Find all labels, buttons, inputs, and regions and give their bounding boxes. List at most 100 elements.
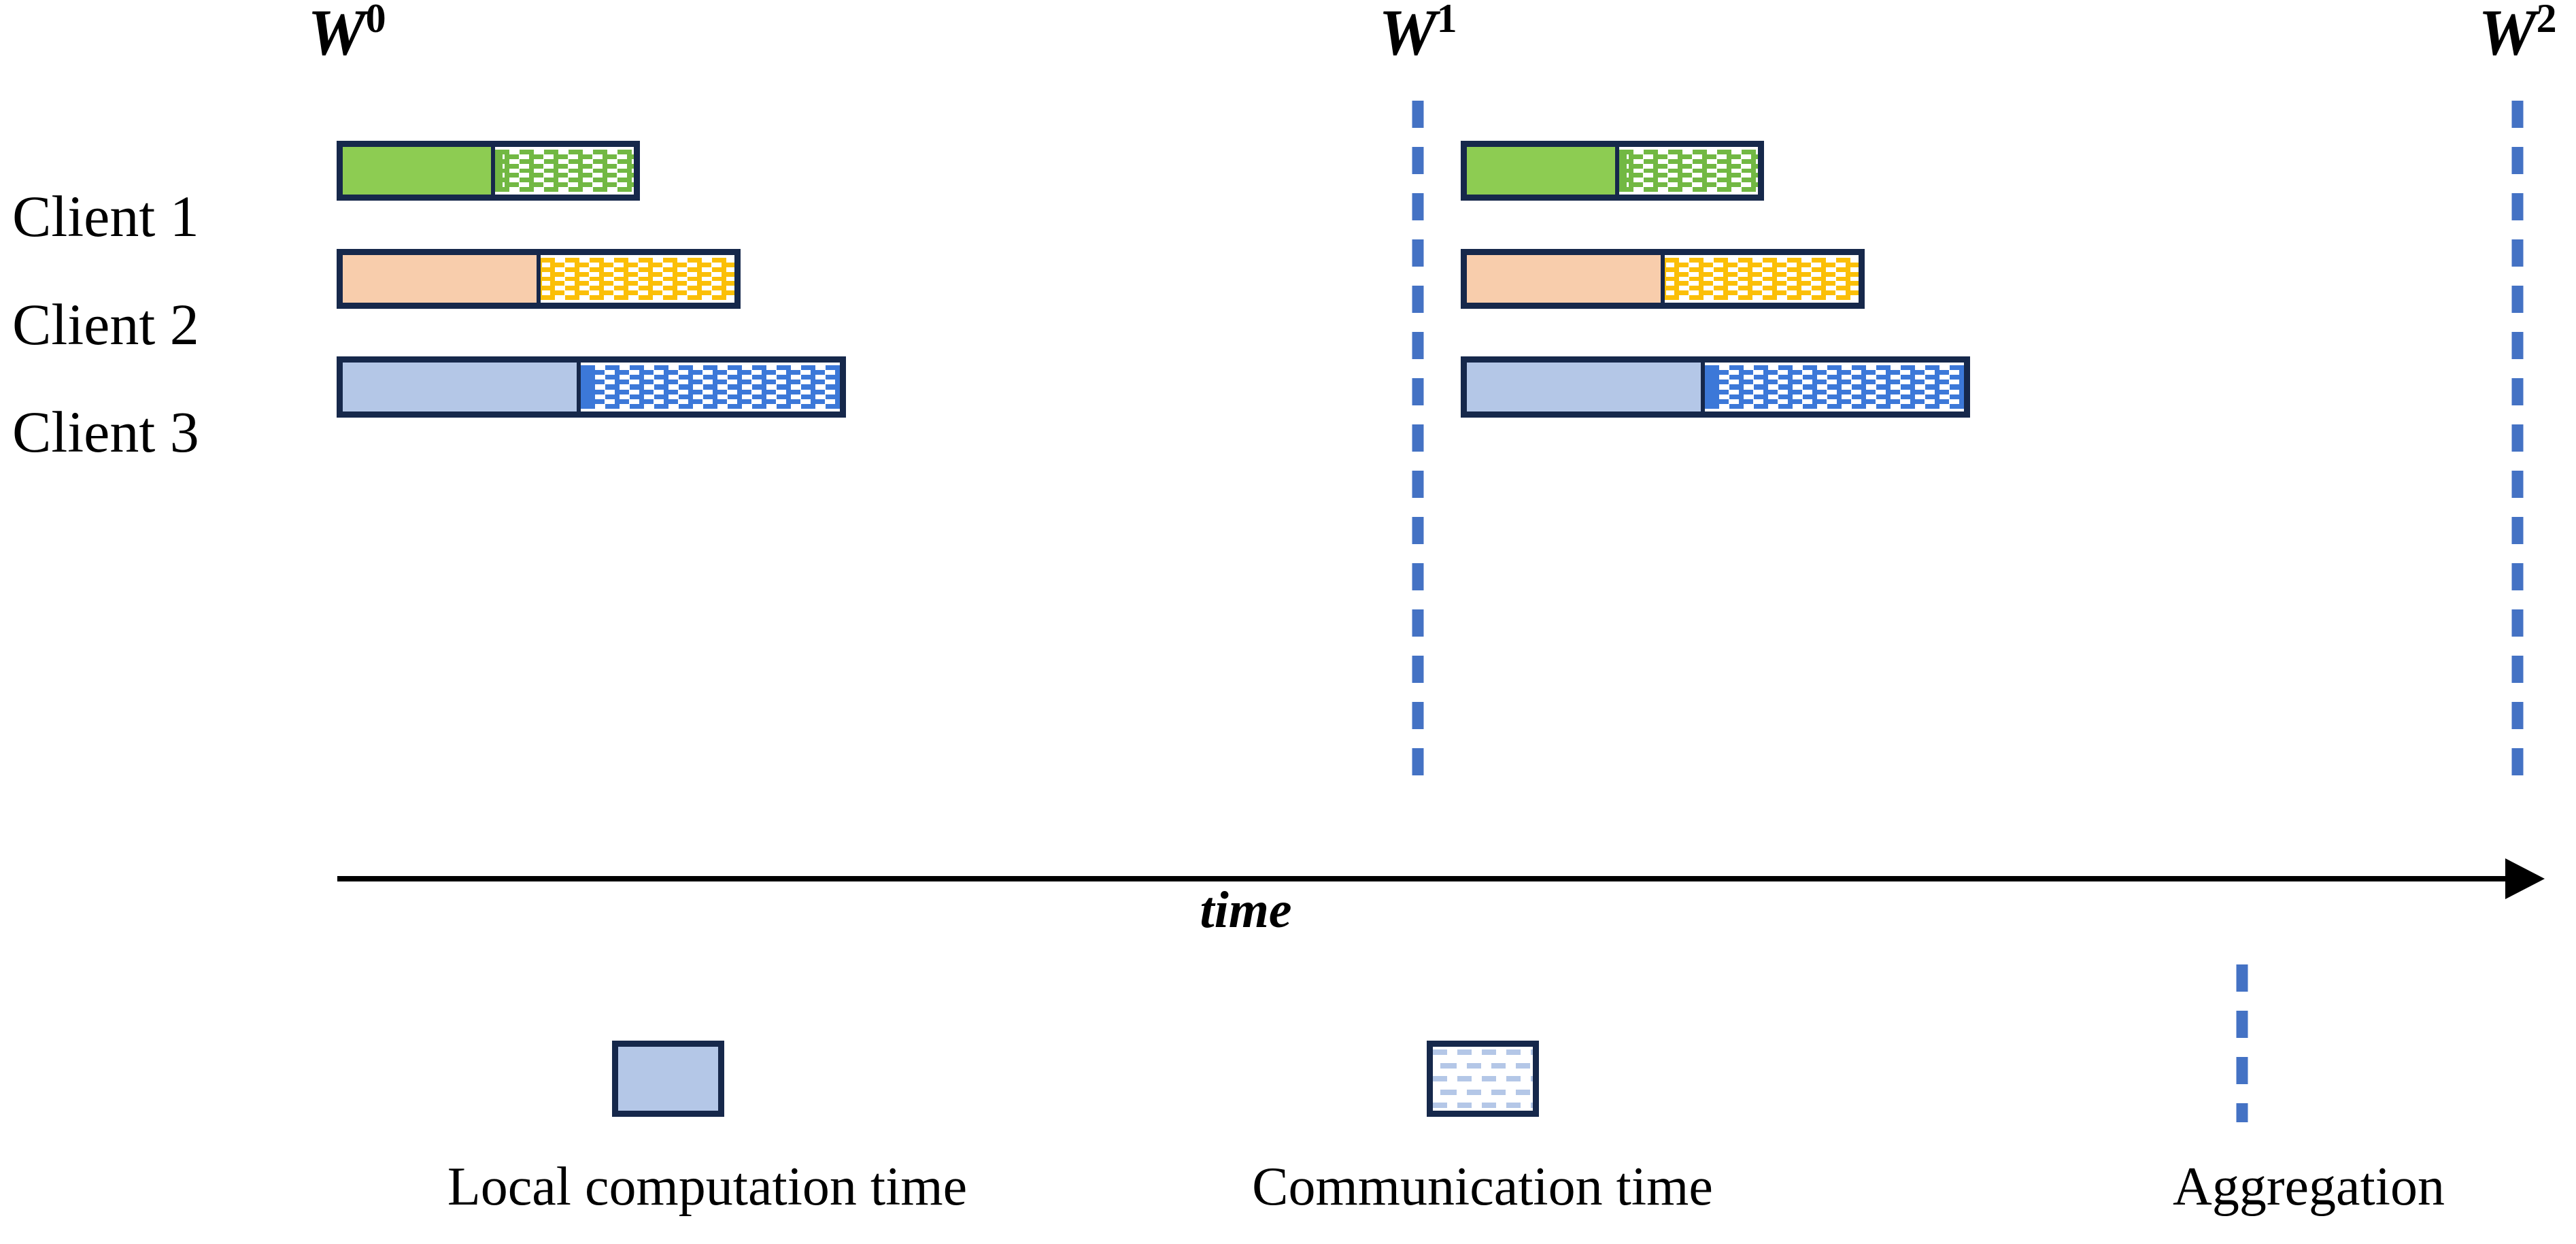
hatch-row <box>1433 1089 1533 1095</box>
hatch-row <box>541 258 734 263</box>
hatch-row <box>541 267 734 272</box>
hatch-row <box>495 168 634 173</box>
hatch-row <box>1705 389 1964 394</box>
hatch-pattern <box>1705 363 1964 411</box>
hatch-row <box>1705 370 1964 375</box>
hatch-row <box>1705 375 1964 380</box>
hatch-row <box>1665 262 1859 267</box>
hatch-row <box>495 178 634 183</box>
hatch-row <box>1665 295 1859 301</box>
weight-base: W <box>1378 0 1437 69</box>
time-axis-label: time <box>1200 881 1292 939</box>
computation-segment <box>1467 147 1615 195</box>
hatch-row <box>541 295 734 301</box>
bar-client1-round0 <box>337 141 640 201</box>
communication-segment <box>1615 147 1758 195</box>
hatch-row <box>495 173 634 178</box>
hatch-row <box>581 380 840 385</box>
hatch-row <box>581 370 840 375</box>
hatch-row <box>1619 178 1758 183</box>
hatch-row <box>541 271 734 277</box>
hatch-row <box>1705 380 1964 385</box>
weight-exponent: 1 <box>1436 0 1457 41</box>
legend-label-local-computation: Local computation time <box>447 1157 968 1217</box>
hatch-row <box>1665 271 1859 277</box>
hatch-row <box>1619 150 1758 154</box>
hatch-row <box>581 394 840 399</box>
weight-base: W <box>307 0 366 69</box>
legend-label-aggregation: Aggregation <box>2173 1157 2445 1217</box>
hatch-row <box>1433 1103 1533 1108</box>
hatch-row <box>1705 384 1964 390</box>
hatch-row <box>541 290 734 296</box>
hatch-row <box>581 365 840 371</box>
bar-client2-round1 <box>1461 249 1865 309</box>
hatch-row <box>581 399 840 404</box>
hatch-row <box>1619 187 1758 192</box>
hatch-row <box>581 403 840 409</box>
weight-label-w2: W2 <box>2478 0 2556 65</box>
hatch-row <box>1665 258 1859 263</box>
hatch-row <box>541 276 734 282</box>
client-label-client2: Client 2 <box>12 292 199 357</box>
communication-segment <box>1661 255 1859 303</box>
computation-segment <box>1467 255 1661 303</box>
hatch-row <box>1619 173 1758 178</box>
hatch-row <box>1433 1062 1533 1069</box>
hatch-row <box>1705 403 1964 409</box>
bar-client2-round0 <box>337 249 741 309</box>
legend-swatch-local-computation <box>612 1041 724 1117</box>
weight-exponent: 0 <box>365 0 386 41</box>
communication-segment <box>491 147 634 195</box>
hatch-pattern <box>495 147 634 195</box>
legend-swatch-aggregation <box>2236 964 2248 1122</box>
hatch-row <box>1665 267 1859 272</box>
hatch-pattern <box>1665 255 1859 303</box>
aggregation-line-w2 <box>2511 101 2524 788</box>
bar-client3-round0 <box>337 356 846 418</box>
hatch-row <box>1705 365 1964 371</box>
hatch-pattern <box>581 363 840 411</box>
weight-label-w0: W0 <box>307 0 386 65</box>
hatch-row <box>1705 394 1964 399</box>
communication-segment <box>1701 363 1964 411</box>
hatch-row <box>495 182 634 188</box>
hatch-row <box>1665 281 1859 286</box>
communication-segment <box>577 363 840 411</box>
bar-client3-round1 <box>1461 356 1970 418</box>
hatch-row <box>495 150 634 154</box>
hatch-row <box>1619 154 1758 159</box>
weight-base: W <box>2478 0 2537 69</box>
hatch-row <box>581 375 840 380</box>
time-axis-line <box>337 876 2507 881</box>
hatch-row <box>1619 182 1758 188</box>
legend-label-communication: Communication time <box>1252 1157 1713 1217</box>
bar-client1-round1 <box>1461 141 1764 201</box>
hatch-row <box>1619 158 1758 164</box>
hatch-row <box>1619 163 1758 169</box>
computation-segment <box>343 147 491 195</box>
hatch-pattern <box>1619 147 1758 195</box>
legend-swatch-communication <box>1427 1041 1539 1117</box>
hatch-row <box>1619 168 1758 173</box>
weight-label-w1: W1 <box>1378 0 1457 65</box>
hatch-row <box>541 281 734 286</box>
computation-segment <box>1467 363 1701 411</box>
hatch-row <box>1433 1076 1533 1081</box>
hatch-row <box>1665 286 1859 291</box>
hatch-row <box>1705 399 1964 404</box>
hatch-row <box>581 389 840 394</box>
hatch-row <box>495 187 634 192</box>
hatch-row <box>1433 1049 1533 1055</box>
hatch-row <box>541 286 734 291</box>
hatch-row <box>581 384 840 390</box>
computation-segment <box>343 363 577 411</box>
hatch-pattern <box>1433 1047 1533 1111</box>
communication-segment <box>537 255 734 303</box>
hatch-row <box>1665 276 1859 282</box>
hatch-row <box>495 154 634 159</box>
hatch-row <box>495 163 634 169</box>
weight-exponent: 2 <box>2536 0 2557 41</box>
computation-segment <box>343 255 537 303</box>
